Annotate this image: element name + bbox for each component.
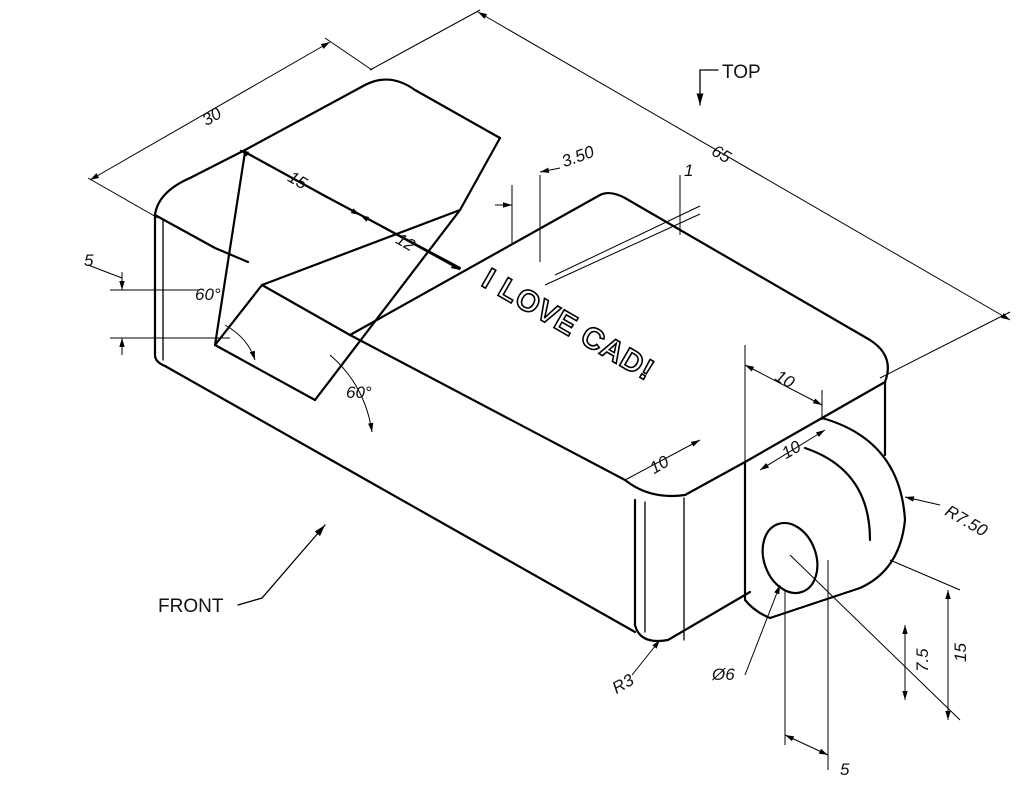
dim-angle-left: 60°: [195, 285, 221, 304]
dimension-labels: 30 65 15 12 3.50 1 5 60° 60° 10 10 10 R7…: [84, 103, 991, 779]
dim-depth: 30: [199, 103, 225, 129]
view-label-front: FRONT: [158, 596, 224, 617]
dim-text-height: 1: [684, 161, 693, 180]
dim-ear-offset: 10: [772, 366, 798, 392]
dim-ear-height: 15: [951, 643, 970, 662]
dim-hole-center: 7.5: [913, 648, 932, 672]
view-label-top: TOP: [722, 62, 761, 83]
dim-angle-right: 60°: [346, 383, 372, 402]
dim-edge-radius: R3: [609, 670, 638, 698]
dim-hole-offset: 5: [840, 760, 850, 779]
dim-overall-length: 65: [708, 141, 734, 167]
dim-slot-top: 15: [285, 167, 311, 193]
dim-slot-depth: 5: [84, 251, 94, 270]
engraving: I LOVE CAD!: [476, 262, 661, 389]
dim-ear-width: 10: [646, 452, 672, 478]
engraving-text: I LOVE CAD!: [477, 262, 660, 387]
dim-ear-radius: R7.50: [942, 501, 991, 540]
dim-hole-diameter: Ø6: [711, 665, 735, 684]
dimension-lines: [87, 9, 1011, 770]
dim-text-depth: 3.50: [559, 142, 597, 171]
